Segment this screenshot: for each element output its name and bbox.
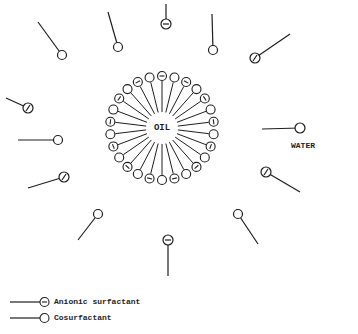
legend-text: Anionic surfactant xyxy=(54,297,140,307)
legend-entry: Cosurfactant xyxy=(8,312,208,324)
oil-droplet: OIL xyxy=(104,70,220,186)
legend-sample xyxy=(8,312,54,324)
legend-sample xyxy=(8,296,54,308)
legend-entry: Anionic surfactant xyxy=(8,296,208,308)
region-label: OIL xyxy=(152,123,172,134)
legend-text: Cosurfactant xyxy=(54,313,112,323)
region-label: WATER xyxy=(290,141,316,151)
